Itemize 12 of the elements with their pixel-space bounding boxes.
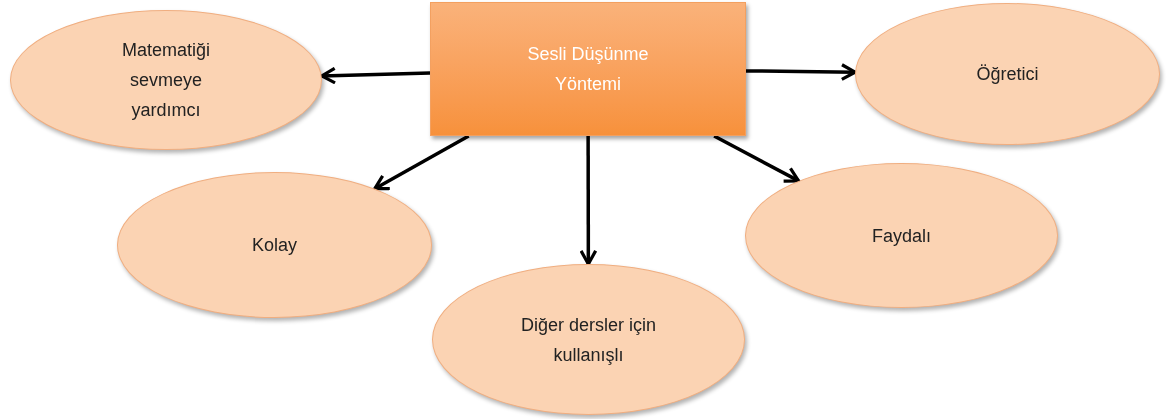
arrow xyxy=(373,134,470,191)
title-box xyxy=(430,2,746,136)
topic-text: Matematiği sevmeye yardımcı xyxy=(121,39,211,122)
topic-text: Öğretici xyxy=(975,63,1040,86)
arrow xyxy=(713,134,801,183)
title-text: Sesli Düşünme Yöntemi xyxy=(526,43,650,96)
topic-text: Faydalı xyxy=(871,224,932,248)
arrow xyxy=(579,136,598,266)
topic-text: Kolay xyxy=(251,234,298,257)
topic-text: Diğer dersler için kullanışlı xyxy=(519,313,657,367)
arrow xyxy=(745,63,857,81)
arrow xyxy=(320,66,431,85)
